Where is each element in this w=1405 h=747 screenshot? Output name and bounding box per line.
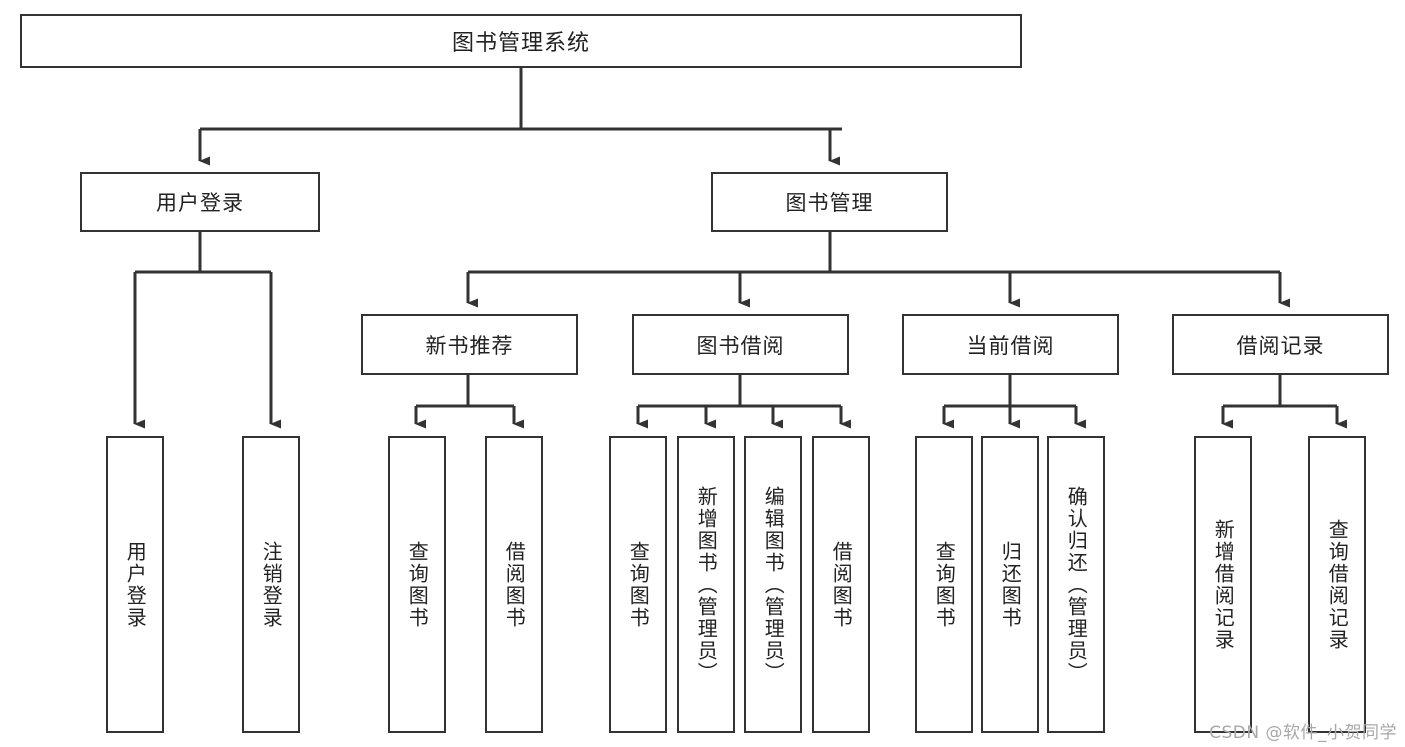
leaf-query-book-2[interactable]: 查询图书 bbox=[609, 436, 667, 733]
leaf-borrow-book-1[interactable]: 借阅图书 bbox=[485, 436, 543, 733]
node-label: 借阅图书 bbox=[829, 540, 854, 629]
node-label: 图书管理系统 bbox=[451, 31, 590, 56]
node-label: 编辑图书（管理员） bbox=[761, 485, 786, 684]
node-book-borrow[interactable]: 图书借阅 bbox=[632, 314, 849, 375]
leaf-confirm-return-admin[interactable]: 确认归还（管理员） bbox=[1047, 436, 1105, 733]
node-label: 用户登录 bbox=[156, 191, 244, 215]
node-label: 图书借阅 bbox=[696, 333, 785, 358]
node-user-login[interactable]: 用户登录 bbox=[80, 172, 320, 232]
node-label: 查询图书 bbox=[626, 540, 651, 629]
node-label: 查询借阅记录 bbox=[1325, 518, 1350, 651]
leaf-add-book-admin[interactable]: 新增图书（管理员） bbox=[677, 436, 735, 733]
node-label: 借阅记录 bbox=[1236, 333, 1325, 358]
node-label: 新增借阅记录 bbox=[1211, 518, 1236, 651]
leaf-borrow-book-2[interactable]: 借阅图书 bbox=[812, 436, 870, 733]
node-label: 当前借阅 bbox=[966, 333, 1055, 358]
node-book-management[interactable]: 图书管理 bbox=[711, 172, 948, 232]
leaf-query-borrow-record[interactable]: 查询借阅记录 bbox=[1308, 436, 1366, 733]
node-label: 归还图书 bbox=[998, 540, 1023, 629]
node-label: 确认归还（管理员） bbox=[1064, 485, 1089, 684]
leaf-query-book-3[interactable]: 查询图书 bbox=[915, 436, 973, 733]
node-root-book-management-system[interactable]: 图书管理系统 bbox=[20, 14, 1022, 68]
node-label: 注销登录 bbox=[259, 540, 284, 629]
node-label: 新增图书（管理员） bbox=[694, 485, 719, 684]
node-label: 查询图书 bbox=[405, 540, 430, 629]
leaf-return-book[interactable]: 归还图书 bbox=[981, 436, 1039, 733]
leaf-logout-login[interactable]: 注销登录 bbox=[242, 436, 300, 733]
node-current-borrow[interactable]: 当前借阅 bbox=[902, 314, 1119, 375]
leaf-edit-book-admin[interactable]: 编辑图书（管理员） bbox=[744, 436, 802, 733]
node-label: 用户登录 bbox=[123, 540, 148, 629]
leaf-user-login[interactable]: 用户登录 bbox=[106, 436, 164, 733]
node-label: 新书推荐 bbox=[425, 333, 514, 358]
node-borrow-record[interactable]: 借阅记录 bbox=[1172, 314, 1389, 375]
node-new-book-recommend[interactable]: 新书推荐 bbox=[361, 314, 578, 375]
leaf-query-book-1[interactable]: 查询图书 bbox=[388, 436, 446, 733]
csdn-watermark: CSDN @软件_小贺同学 bbox=[1209, 723, 1397, 743]
node-label: 图书管理 bbox=[785, 191, 874, 215]
node-label: 借阅图书 bbox=[502, 540, 527, 629]
node-label: 查询图书 bbox=[932, 540, 957, 629]
leaf-add-borrow-record[interactable]: 新增借阅记录 bbox=[1194, 436, 1252, 733]
